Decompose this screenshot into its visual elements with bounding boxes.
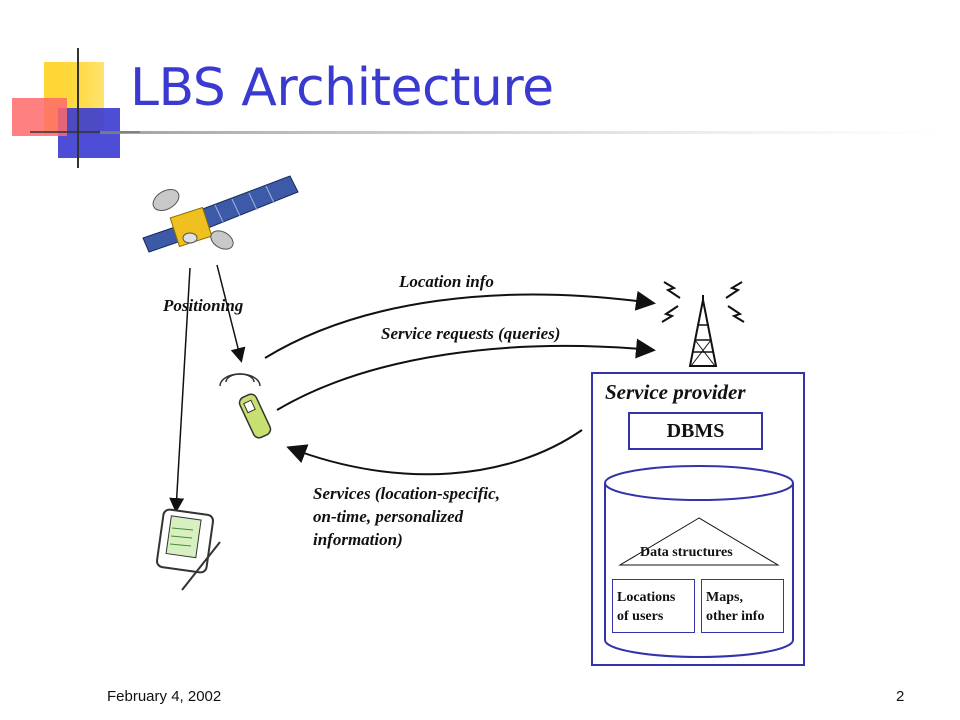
maps-box-line: other info bbox=[706, 609, 765, 624]
database-cylinder bbox=[604, 465, 794, 658]
maps-box-line: Maps, bbox=[706, 590, 743, 605]
page-number: 2 bbox=[896, 688, 905, 705]
positioning-arrow-phone bbox=[216, 264, 246, 363]
services-description: Services (location-specific, on-time, pe… bbox=[313, 482, 573, 551]
locations-of-users-box: Locations of users bbox=[612, 579, 695, 633]
data-structures-label: Data structures bbox=[640, 545, 733, 560]
maps-other-info-box: Maps, other info bbox=[701, 579, 784, 633]
service-requests-arrow bbox=[276, 338, 656, 411]
pda-icon bbox=[155, 508, 221, 591]
satellite-icon bbox=[142, 175, 299, 253]
locations-box-line: of users bbox=[617, 609, 664, 624]
location-info-arrow bbox=[264, 290, 656, 359]
services-line: Services (location-specific, bbox=[313, 484, 500, 503]
services-line: on-time, personalized bbox=[313, 507, 464, 526]
locations-box-line: Locations bbox=[617, 590, 676, 605]
positioning-label: Positioning bbox=[163, 296, 244, 315]
dbms-box: DBMS bbox=[628, 412, 763, 450]
mobile-phone-icon bbox=[219, 373, 272, 439]
services-line: information) bbox=[313, 530, 403, 549]
positioning-arrow-pda bbox=[169, 267, 191, 513]
corner-logo-decoration bbox=[12, 48, 940, 168]
service-provider-box bbox=[591, 372, 805, 666]
cell-tower-icon bbox=[661, 281, 745, 367]
service-requests-label: Service requests (queries) bbox=[381, 324, 561, 343]
service-provider-label: Service provider bbox=[605, 380, 746, 404]
location-info-label: Location info bbox=[399, 272, 494, 291]
footer-date: February 4, 2002 bbox=[107, 688, 222, 705]
data-structures-triangle bbox=[618, 517, 780, 566]
title-underline bbox=[100, 131, 940, 134]
slide-title: LBS Architecture bbox=[130, 58, 554, 118]
services-return-arrow bbox=[286, 429, 583, 476]
